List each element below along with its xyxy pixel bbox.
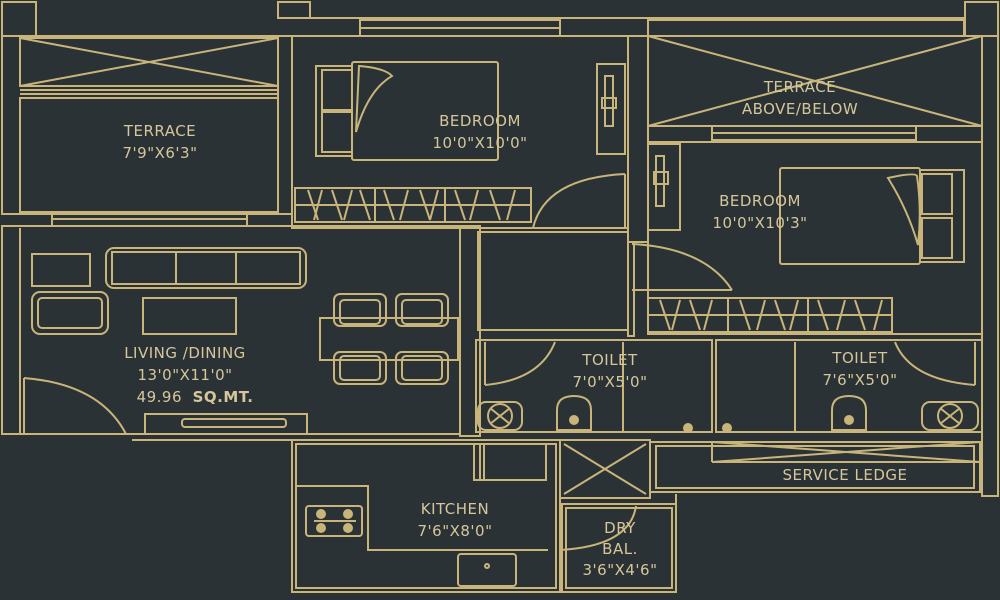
toilet-2-size: 7'6"X5'0" [822, 371, 898, 389]
terrace-label: TERRACE 7'9"X6'3" [70, 120, 250, 164]
bedroom-1-size: 10'0"X10'0" [432, 134, 528, 152]
service-ledge-name: SERVICE LEDGE [782, 466, 908, 484]
toilet-1-name: TOILET [582, 351, 638, 369]
bedroom-1-name: BEDROOM [439, 112, 521, 130]
dry-balcony-name: DRY [604, 519, 636, 537]
toilet-1-size: 7'0"X5'0" [572, 373, 648, 391]
bedroom-2-name: BEDROOM [719, 192, 801, 210]
column [1, 1, 37, 37]
terrace-above-below-label: TERRACE ABOVE/BELOW [700, 76, 900, 120]
dry-balcony-size: 3'6"X4'6" [582, 561, 658, 579]
toilet-1-label: TOILET 7'0"X5'0" [540, 349, 680, 393]
area-label: 49.96 SQ.MT. [70, 386, 300, 408]
kitchen-label: KITCHEN 7'6"X8'0" [380, 498, 530, 542]
living-dining-name: LIVING /DINING [124, 344, 246, 362]
terrace-2-subname: ABOVE/BELOW [741, 100, 859, 118]
kitchen-size: 7'6"X8'0" [417, 522, 493, 540]
kitchen-name: KITCHEN [420, 500, 490, 518]
bedroom-2-size: 10'0"X10'3" [712, 214, 808, 232]
toilet-2-name: TOILET [832, 349, 888, 367]
terrace-name: TERRACE [123, 122, 197, 140]
bedroom-1-label: BEDROOM 10'0"X10'0" [390, 110, 570, 154]
toilet-1 [475, 339, 713, 433]
area-unit: SQ.MT. [192, 388, 254, 406]
toilet-2 [715, 339, 983, 433]
living-dining-size: 13'0"X11'0" [137, 366, 233, 384]
toilet-2-label: TOILET 7'6"X5'0" [790, 347, 930, 391]
dry-balcony-label: DRY BAL. 3'6"X4'6" [560, 518, 680, 581]
service-ledge-label: SERVICE LEDGE [730, 464, 960, 486]
kitchen [291, 439, 561, 593]
bedroom-2 [647, 141, 983, 335]
terrace-size: 7'9"X6'3" [122, 144, 198, 162]
dry-balcony-subname: BAL. [602, 540, 638, 558]
area-value: 49.96 [136, 388, 183, 406]
terrace-2-name: TERRACE [763, 78, 837, 96]
living-dining-label: LIVING /DINING 13'0"X11'0" 49.96 SQ.MT. [70, 342, 300, 408]
bedroom-2-label: BEDROOM 10'0"X10'3" [680, 190, 840, 234]
